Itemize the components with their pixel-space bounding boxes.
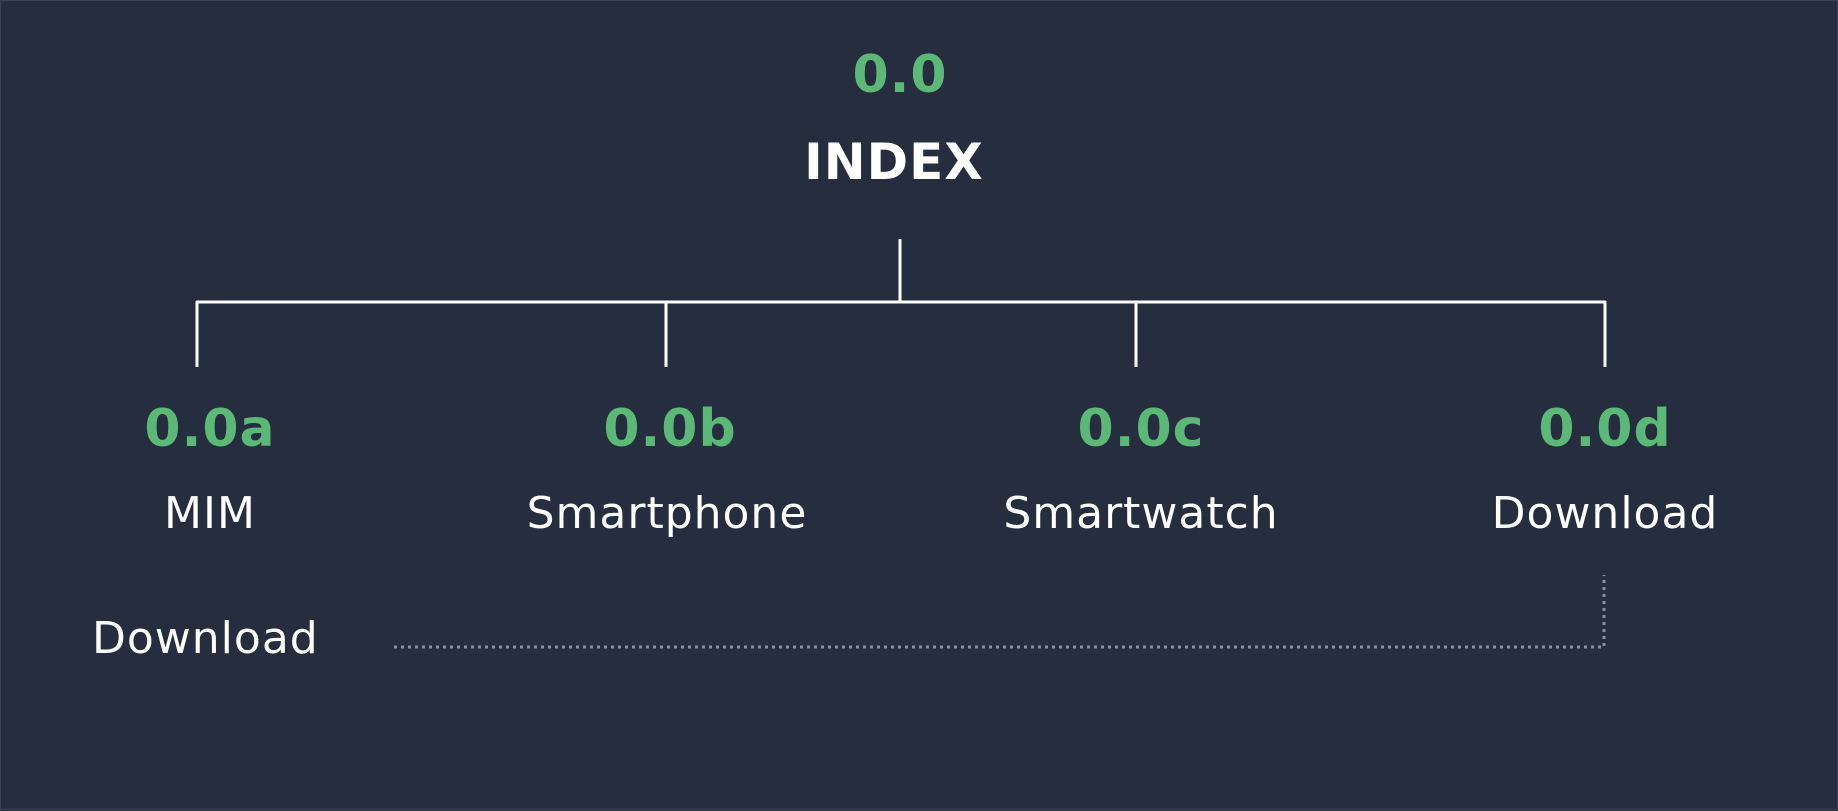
node-label: Smartphone	[526, 488, 808, 539]
node-code: 0.0c	[1077, 399, 1205, 459]
node-code: 0.0a	[144, 399, 276, 459]
download-legend-label[interactable]: Download	[92, 613, 319, 664]
node-label: Download	[1491, 488, 1719, 539]
root-label: INDEX	[804, 133, 984, 191]
root-code: 0.0	[852, 45, 948, 105]
node-label: Smartwatch	[1003, 488, 1279, 539]
node-code: 0.0d	[1538, 399, 1672, 459]
dotted-download-link	[394, 575, 1606, 649]
node-code: 0.0b	[603, 399, 737, 459]
node-label: MIM	[164, 488, 256, 539]
